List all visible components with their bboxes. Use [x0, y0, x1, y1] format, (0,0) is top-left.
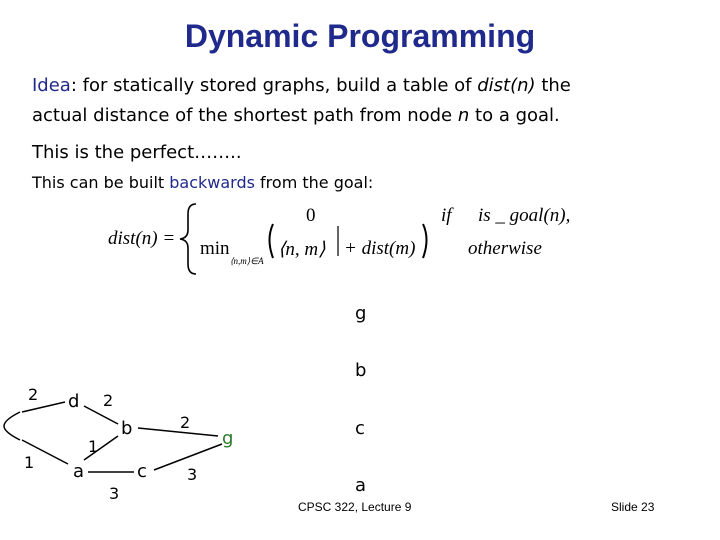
slide-title: Dynamic Programming: [184, 18, 536, 54]
edge-left-arc: [3, 411, 21, 441]
table-label-g: g: [355, 303, 367, 324]
weight-d-b: 2: [103, 391, 113, 410]
edge-a-b: [83, 435, 119, 461]
line2-var: n: [457, 105, 470, 126]
weight-left-top: 2: [28, 385, 38, 404]
idea-text-2: the: [541, 75, 571, 96]
perfect-line: This is the perfect……..: [32, 142, 242, 163]
formula-case1-cond: is _ goal(n),: [478, 205, 571, 226]
graph-diagram: d b g a c 2 1 2 1 2 3 3: [3, 385, 233, 503]
node-g: g: [222, 428, 233, 449]
edge-d-b: [83, 405, 119, 425]
node-b: b: [121, 418, 132, 439]
edge-left-d: [21, 401, 66, 413]
edge-c-g: [153, 443, 223, 471]
node-a: a: [73, 461, 84, 482]
formula-min: min: [200, 238, 230, 259]
formula-plus-dist: + dist(m): [344, 238, 416, 259]
idea-line: Idea: for statically stored graphs, buil…: [32, 75, 571, 96]
table-label-b: b: [355, 360, 367, 381]
idea-line-2: actual distance of the shortest path fro…: [32, 105, 560, 126]
weight-c-g: 3: [187, 465, 197, 484]
table-label-a: a: [355, 475, 367, 496]
edge-left-a: [21, 439, 69, 465]
node-d: d: [68, 391, 79, 412]
table-label-c: c: [355, 418, 365, 439]
built-backwards: backwards: [169, 173, 255, 192]
idea-text-1: : for statically stored graphs, build a …: [70, 75, 472, 96]
built-text-a: This can be built: [32, 173, 165, 192]
formula-case1-value: 0: [306, 205, 316, 226]
dist-formula: dist(n) = 0 if is _ goal(n), min ⟨n,m⟩∈A…: [108, 200, 588, 278]
formula-min-sub: ⟨n,m⟩∈A: [230, 256, 264, 266]
footer-course: CPSC 322, Lecture 9: [298, 500, 412, 514]
line2-text-a: actual distance of the shortest path fro…: [32, 105, 453, 126]
formula-case2-cond: otherwise: [468, 238, 542, 259]
formula-brace: [179, 203, 428, 275]
idea-term: dist(n): [477, 75, 536, 96]
line2-text-b: to a goal.: [475, 105, 560, 126]
formula-case1-if: if: [441, 205, 452, 226]
formula-pair: ⟨n, m⟩: [278, 239, 326, 260]
node-c: c: [137, 461, 147, 482]
weight-left-bottom: 1: [24, 453, 34, 472]
weight-a-b: 1: [88, 437, 98, 456]
weight-a-c: 3: [109, 484, 119, 503]
formula-lhs: dist(n) =: [108, 228, 176, 249]
weight-b-g: 2: [180, 413, 190, 432]
idea-label: Idea: [32, 75, 71, 96]
built-text-c: from the goal:: [260, 173, 374, 192]
backwards-line: This can be built backwards from the goa…: [32, 173, 373, 192]
footer-slide-number: Slide 23: [611, 500, 655, 514]
edge-b-g: [137, 427, 219, 437]
